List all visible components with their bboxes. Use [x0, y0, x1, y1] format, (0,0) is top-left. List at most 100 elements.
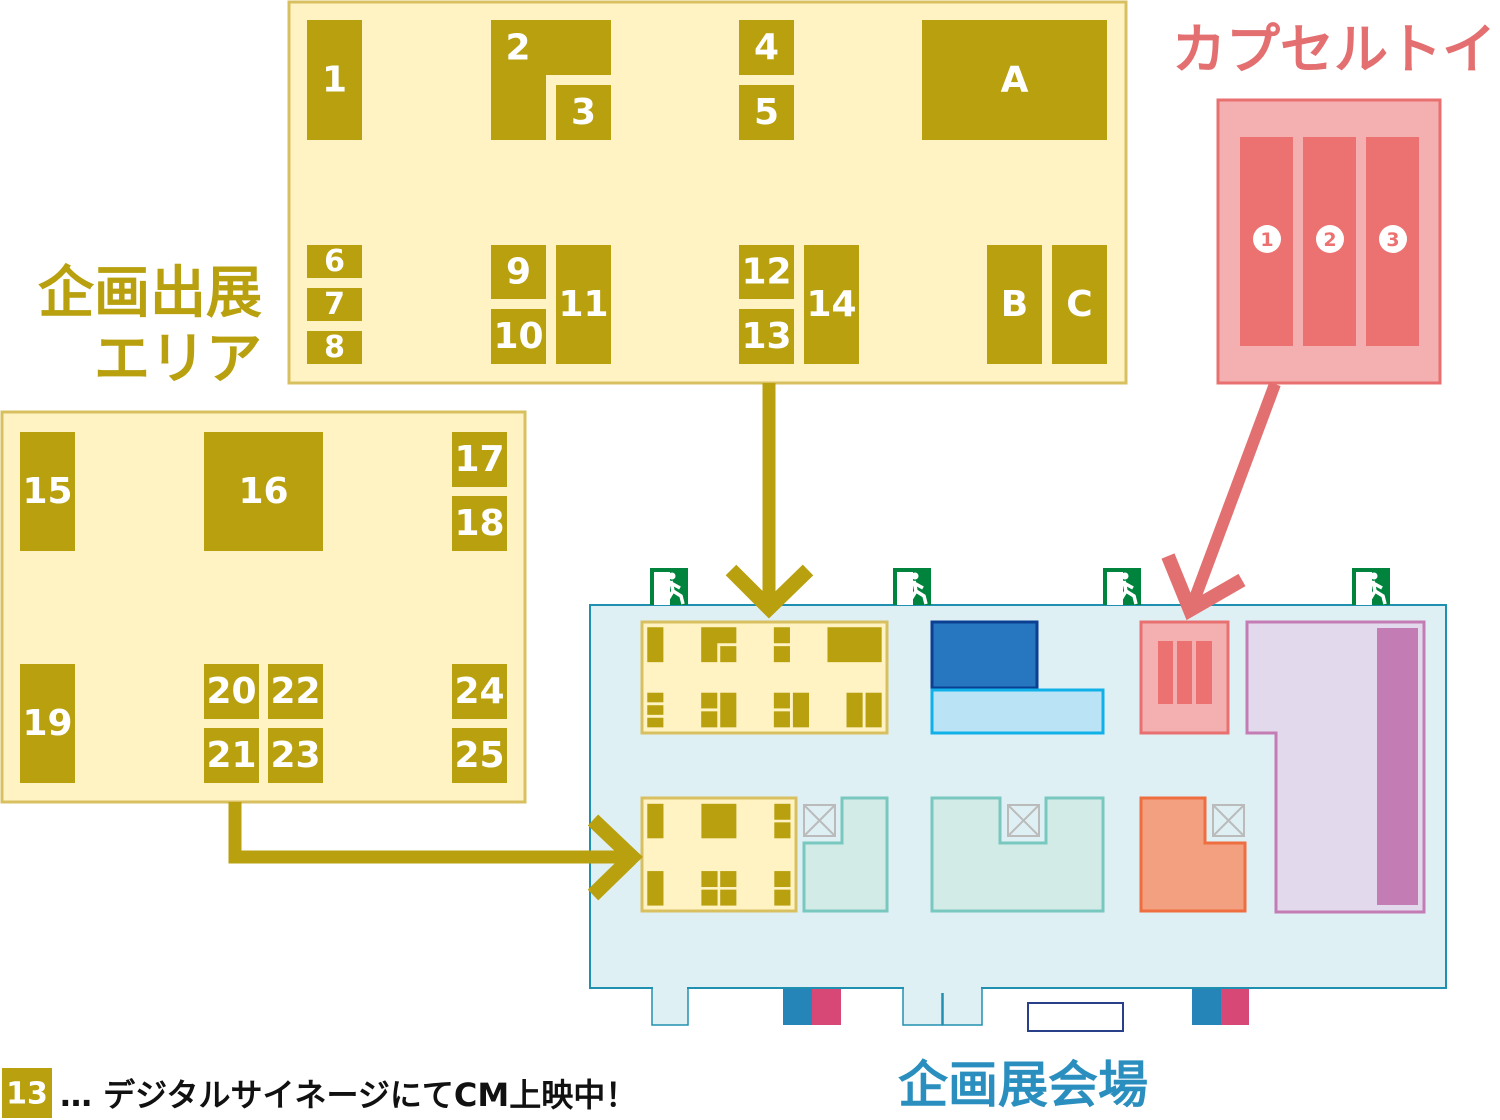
venue-mini-top-booth-14[interactable] — [792, 692, 810, 728]
top-area-booth-11[interactable]: 11 — [556, 245, 611, 364]
venue-zone-teal-l[interactable] — [802, 796, 889, 913]
booth-label: 23 — [270, 735, 320, 776]
emergency-exit-icon — [893, 568, 931, 605]
venue-zone-dark-blue[interactable] — [930, 620, 1039, 690]
venue-mini-left-booth-23[interactable] — [720, 889, 737, 906]
venue-mini-left-booth-21[interactable] — [701, 889, 718, 906]
venue-zone-orange[interactable] — [1139, 796, 1247, 913]
booth-label: 7 — [324, 287, 345, 322]
emergency-exit-icon — [650, 568, 688, 605]
booth-label: 19 — [22, 703, 72, 744]
left-area-booth-17[interactable]: 17 — [452, 432, 507, 487]
venue-mini-left-booth-24[interactable] — [774, 871, 791, 888]
booth-label: 25 — [454, 735, 504, 776]
venue-mini-top-booth-5[interactable] — [773, 646, 790, 663]
pillar-icon — [803, 804, 1245, 837]
left-area-booth-15[interactable]: 15 — [20, 432, 75, 551]
left-area-booth-18[interactable]: 18 — [452, 496, 507, 551]
venue-mini-top-booth-9[interactable] — [701, 692, 718, 709]
arrow-left-area-to-venue — [228, 802, 643, 901]
booth-label: 14 — [806, 284, 856, 325]
venue-mini-left-booth-15[interactable] — [647, 803, 664, 839]
top-area-booth-10[interactable]: 10 — [491, 309, 546, 364]
booth-label: B — [1001, 284, 1028, 325]
capsule-slot-number: 2 — [1323, 229, 1336, 251]
booth-label: 4 — [754, 27, 779, 68]
left-area-booth-20[interactable]: 20 — [204, 664, 259, 719]
left-area-booth-19[interactable]: 19 — [20, 664, 75, 783]
top-area-booth-1[interactable]: 1 — [307, 20, 362, 140]
top-area-booth-B[interactable]: B — [987, 245, 1042, 364]
top-area-booth-14[interactable]: 14 — [804, 245, 859, 364]
booth-label: 9 — [506, 252, 531, 293]
elevator-icon — [783, 989, 841, 1025]
booth-label: 13 — [741, 316, 791, 357]
venue-mini-top-booth-1[interactable] — [647, 627, 664, 663]
booth-label: 21 — [206, 735, 256, 776]
booth-label: 6 — [324, 244, 345, 279]
top-area-booth-2[interactable]: 2 — [491, 20, 611, 140]
top-area-booth-A[interactable]: A — [922, 20, 1107, 140]
venue-mini-top-booth-12[interactable] — [773, 692, 790, 709]
venue-zone-purple-bar — [1377, 628, 1418, 905]
top-area-booth-9[interactable]: 9 — [491, 245, 546, 299]
venue-mini-left-booth-18[interactable] — [774, 822, 791, 839]
venue-mini-top-booth-7[interactable] — [647, 705, 664, 715]
booth-label: 5 — [754, 92, 779, 133]
top-area-booth-13[interactable]: 13 — [739, 309, 794, 364]
capsule-slot-1[interactable]: 1 — [1240, 137, 1293, 346]
left-area-booth-24[interactable]: 24 — [452, 664, 507, 719]
top-area-booth-C[interactable]: C — [1052, 245, 1107, 364]
top-area-booth-3[interactable]: 3 — [556, 85, 611, 140]
venue-mini-left-booth-16[interactable] — [701, 803, 737, 839]
left-area-booth-16[interactable]: 16 — [204, 432, 323, 551]
legend-text: … デジタルサイネージにてCM上映中！ — [60, 1076, 637, 1114]
venue-mini-top-booth-C[interactable] — [865, 692, 882, 728]
booth-label: 15 — [22, 471, 72, 512]
left-area-booth-22[interactable]: 22 — [268, 664, 323, 719]
capsule-toy-title: カプセルトイ — [1172, 18, 1496, 81]
venue-mini-left-booth-25[interactable] — [774, 889, 791, 906]
venue-mini-left-booth-17[interactable] — [774, 803, 791, 820]
left-area-booth-25[interactable]: 25 — [452, 728, 507, 783]
venue-mini-top-booth-10[interactable] — [701, 711, 718, 728]
booth-label: 16 — [238, 471, 288, 512]
booth-label: A — [1001, 60, 1029, 101]
venue-mini-top-booth-11[interactable] — [720, 692, 737, 728]
venue-zone-teal-u[interactable] — [930, 796, 1105, 913]
left-area-booth-23[interactable]: 23 — [268, 728, 323, 783]
venue-mini-top-booth-3[interactable] — [720, 646, 737, 663]
venue-mini-top-booth-B[interactable] — [846, 692, 863, 728]
venue-mini-top-booth-13[interactable] — [773, 711, 790, 728]
booth-label: 2 — [505, 28, 530, 69]
top-area-booth-6[interactable]: 6 — [307, 244, 362, 279]
venue-mini-left-booth-20[interactable] — [701, 871, 718, 888]
venue-mini-top-booth-A[interactable] — [827, 627, 882, 663]
emergency-exit-icon — [1103, 568, 1141, 605]
left-area-booth-21[interactable]: 21 — [204, 728, 259, 783]
booth-label: C — [1066, 284, 1092, 325]
top-area-booth-12[interactable]: 12 — [739, 245, 794, 299]
booth-label: 3 — [571, 92, 596, 133]
top-area-booth-4[interactable]: 4 — [739, 20, 794, 75]
booth-label: 11 — [558, 284, 608, 325]
top-area-booth-7[interactable]: 7 — [307, 287, 362, 322]
venue-mini-top-booth-6[interactable] — [647, 692, 664, 703]
top-area-booth-5[interactable]: 5 — [739, 85, 794, 140]
legend-badge — [2, 1068, 52, 1118]
capsule-slot-number: 1 — [1260, 229, 1273, 251]
venue-mini-top-booth-8[interactable] — [647, 717, 664, 728]
booth-label: 10 — [493, 316, 543, 357]
venue-mini-left-booth-19[interactable] — [647, 871, 664, 906]
top-area-booth-8[interactable]: 8 — [307, 330, 362, 365]
venue-zone-light-blue[interactable] — [930, 688, 1105, 735]
venue-mini-top-booth-2[interactable] — [701, 627, 737, 663]
venue-mini-left-booth-22[interactable] — [720, 871, 737, 888]
elevator-icon — [1192, 989, 1249, 1025]
venue-mini-top-booth-4[interactable] — [773, 627, 790, 644]
entrance-mat — [1027, 1002, 1124, 1032]
booth-label: 24 — [454, 671, 504, 712]
capsule-slot-2[interactable]: 2 — [1303, 137, 1356, 346]
capsule-slot-3[interactable]: 3 — [1366, 137, 1419, 346]
